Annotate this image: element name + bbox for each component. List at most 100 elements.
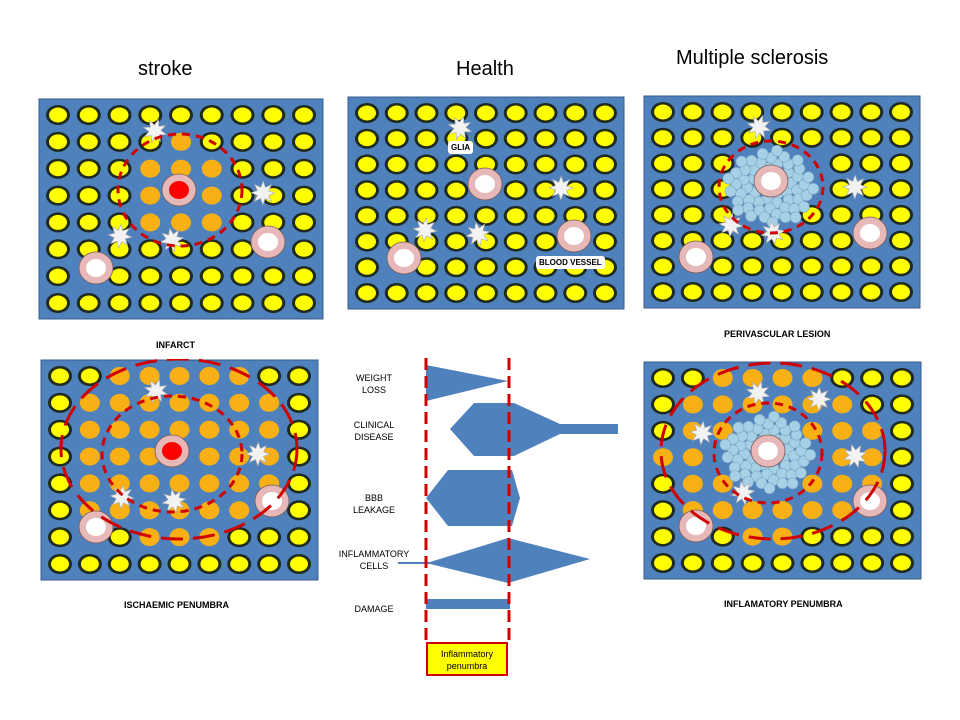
neuron xyxy=(862,284,881,300)
neuron xyxy=(417,105,436,121)
neuron xyxy=(536,208,555,224)
inflammatory-cells-shape xyxy=(398,538,590,583)
neuron xyxy=(683,155,702,171)
title-ms: Multiple sclerosis xyxy=(676,47,829,69)
immune-cell xyxy=(753,413,766,426)
neuron xyxy=(477,208,495,224)
affected-neuron xyxy=(140,186,161,205)
affected-neuron xyxy=(201,186,222,205)
row-label-weight-loss: WEIGHT LOSS xyxy=(356,373,392,395)
affected-neuron xyxy=(199,501,220,520)
neuron xyxy=(49,241,67,257)
affected-neuron xyxy=(802,421,823,440)
neuron xyxy=(295,134,313,150)
neuron xyxy=(893,396,911,412)
neuron xyxy=(566,105,585,121)
affected-neuron xyxy=(653,448,673,467)
title-stroke: stroke xyxy=(138,58,193,80)
neuron xyxy=(290,475,308,491)
neuron xyxy=(290,449,308,465)
neuron xyxy=(892,155,910,171)
lesion-boundary xyxy=(116,132,244,248)
affected-neuron xyxy=(802,369,823,387)
neuron xyxy=(80,556,99,572)
neuron xyxy=(596,156,614,172)
immune-cell xyxy=(732,421,745,434)
inflammatory-penumbra-box: Inflammatory penumbra xyxy=(426,642,508,676)
immune-cell xyxy=(788,420,801,433)
neuron xyxy=(358,105,376,121)
neuron xyxy=(49,134,67,150)
neuron xyxy=(141,268,160,284)
affected-neuron xyxy=(742,369,763,387)
neuron xyxy=(290,529,308,545)
neuron xyxy=(536,285,555,301)
immune-cell xyxy=(724,185,737,198)
affected-neuron xyxy=(229,501,250,520)
neuron xyxy=(51,502,69,518)
glia-cell xyxy=(730,480,756,506)
neuron xyxy=(230,529,249,545)
immune-cell xyxy=(799,437,812,449)
glia-cell xyxy=(159,227,185,253)
neuron xyxy=(49,295,67,311)
affected-neuron xyxy=(199,420,220,439)
affected-neuron xyxy=(832,501,853,520)
neuron xyxy=(51,556,69,572)
neuron xyxy=(506,131,525,147)
affected-neuron xyxy=(79,447,100,466)
neuron xyxy=(200,556,219,572)
affected-neuron xyxy=(109,393,130,412)
neuron xyxy=(803,555,822,571)
neuron xyxy=(773,258,791,274)
neuron xyxy=(683,130,702,146)
immune-cell xyxy=(756,147,769,160)
immune-cell xyxy=(732,204,744,216)
neuron xyxy=(654,233,672,249)
affected-neuron xyxy=(229,393,250,412)
neuron xyxy=(447,182,466,198)
neuron xyxy=(892,258,910,274)
neuron xyxy=(110,556,129,572)
neuron xyxy=(536,105,555,121)
affected-neuron xyxy=(171,213,191,232)
neuron xyxy=(893,529,911,545)
affected-neuron xyxy=(682,474,703,493)
neuron xyxy=(596,131,614,147)
affected-neuron xyxy=(229,447,250,466)
affected-neuron xyxy=(139,367,160,385)
neuron xyxy=(893,476,911,492)
neuron xyxy=(110,214,129,230)
affected-neuron xyxy=(171,159,191,178)
neuron xyxy=(683,181,702,197)
affected-neuron xyxy=(862,448,883,467)
affected-neuron xyxy=(169,474,190,493)
neuron xyxy=(506,285,525,301)
neuron xyxy=(596,234,614,250)
immune-cell xyxy=(795,467,807,479)
row-label-clinical-disease: CLINICAL DISEASE xyxy=(353,420,395,442)
neuron xyxy=(862,155,881,171)
neuron xyxy=(862,258,881,274)
neuron xyxy=(260,529,279,545)
neuron xyxy=(802,284,821,300)
neuron xyxy=(79,214,98,230)
vessel-lumen xyxy=(169,181,189,199)
vessel-lumen xyxy=(86,259,106,277)
neuron xyxy=(862,130,881,146)
affected-neuron xyxy=(201,213,222,232)
immune-cell xyxy=(745,210,757,222)
neuron xyxy=(202,107,221,123)
neuron xyxy=(773,130,791,146)
neuron xyxy=(49,188,67,204)
neuron xyxy=(233,241,252,257)
lesion-boundary xyxy=(717,139,825,235)
neuron xyxy=(743,555,762,571)
neuron xyxy=(233,134,252,150)
immune-cell xyxy=(807,183,820,195)
neuron xyxy=(358,156,376,172)
neuron xyxy=(477,285,495,301)
glia-cell xyxy=(161,488,187,514)
neuron xyxy=(447,208,466,224)
neuron xyxy=(802,104,821,120)
